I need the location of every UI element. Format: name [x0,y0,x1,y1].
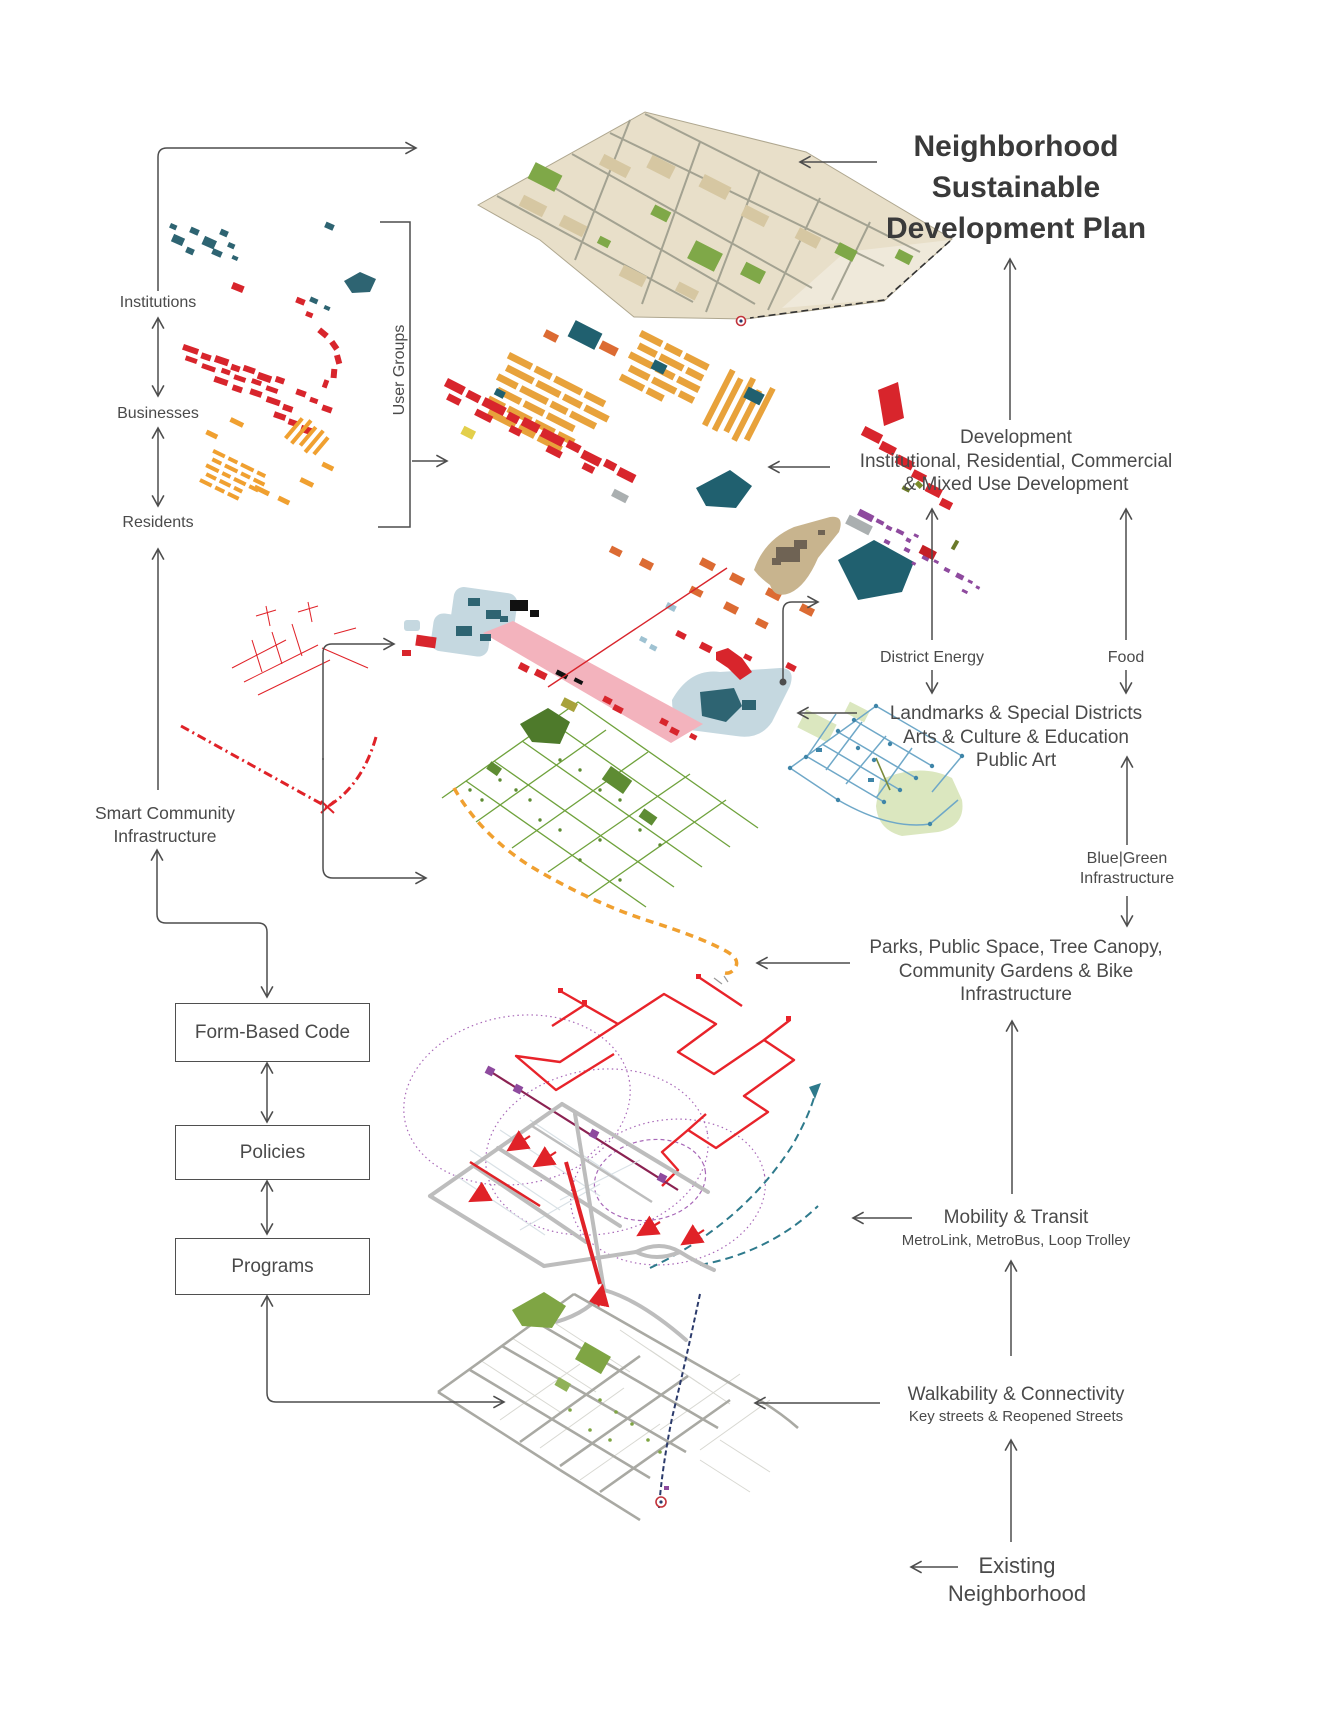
development-label: Development Institutional, Residential, … [859,427,1173,495]
programs-box: Programs [175,1238,370,1295]
food-layer [857,480,981,595]
walkability-title: Walkability & Connectivity [907,1384,1125,1405]
parks-label: Parks, Public Space, Tree Canopy, Commun… [869,937,1163,1005]
diagram-title: Neighborhood Sustainable Development Pla… [885,130,1147,245]
district-energy-layer [754,516,841,595]
arrow-landmark-to-districtenergy [782,595,820,681]
mobility-title: Mobility & Transit [943,1207,1089,1228]
arrow-programs-existing [260,1294,506,1409]
arrow-institutions-to-masterplan [157,141,418,291]
walkability-layer [428,1102,716,1342]
policies-box: Policies [175,1125,370,1180]
arrow-elbow-to-landmarks [322,637,396,760]
master-plan-layer [476,111,953,327]
mobility-layer [403,974,821,1269]
district-energy-label: District Energy [879,649,985,666]
walkability-subtitle: Key streets & Reopened Streets [908,1408,1124,1425]
businesses-layer [182,281,343,436]
user-groups-bracket [378,221,411,528]
landmarks-layer [402,567,792,743]
smart-infrastructure-label: Smart Community Infrastructure [94,803,236,846]
arrow-smartinfra-formbasedcode [150,848,274,999]
parks-layer [441,697,759,985]
user-groups-bracket-label: User Groups [391,324,408,416]
arrow-elbow-to-parks [322,758,428,885]
flow-arrows [150,141,1134,1574]
residents-layer [199,417,335,506]
smart-infrastructure-layer [180,601,378,814]
existing-neighborhood-label: Existing Neighborhood [947,1553,1087,1606]
user-group-institutions: Institutions [119,294,197,311]
existing-neighborhood-layer [437,1292,799,1522]
user-group-businesses: Businesses [117,405,199,422]
mobility-subtitle: MetroLink, MetroBus, Loop Trolley [901,1232,1131,1249]
blue-green-label: Blue|Green Infrastructure [1079,850,1175,887]
landmarks-label: Landmarks & Special Districts Arts & Cul… [889,703,1143,771]
user-group-residents: Residents [122,514,194,531]
development-layer [443,320,954,672]
form-based-code-box: Form-Based Code [175,1003,370,1062]
food-label: Food [1107,649,1145,666]
institutions-layer [169,221,376,312]
